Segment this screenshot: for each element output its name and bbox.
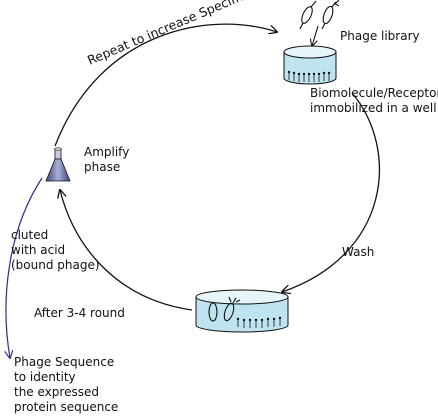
sequence-label: Phage Sequence to identity the expressed…	[14, 355, 119, 414]
flask-icon	[45, 147, 71, 182]
rounds-label: After 3-4 round	[34, 306, 125, 320]
amplify-label: Amplify phase	[84, 145, 130, 174]
eluted-label: cluted with acid (bound phage)	[11, 228, 100, 272]
phage-library-label: Phage library	[340, 29, 420, 43]
phage-library-icon	[299, 0, 340, 30]
receptor-well-top	[283, 45, 337, 85]
wash-label: Wash	[342, 245, 375, 259]
receptor-well-bottom	[195, 289, 289, 333]
cycle-arrow-top	[54, 23, 277, 147]
immobilized-label: Biomolecule/Receptor immobilized in a we…	[310, 86, 438, 115]
cycle-arrow-bottom	[60, 190, 193, 311]
cycle-arrow-right	[282, 92, 380, 292]
insert-arrow	[312, 25, 319, 46]
elution-arrow	[6, 177, 43, 358]
